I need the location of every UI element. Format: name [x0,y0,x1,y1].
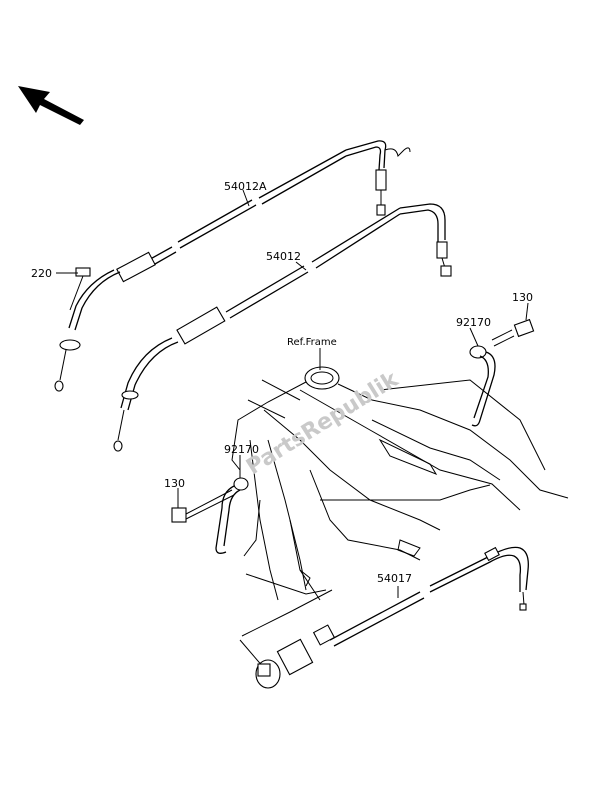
label-ref-frame: Ref.Frame [287,337,337,348]
cable-54012a[interactable] [54,140,411,392]
label-130-left: 130 [164,477,185,490]
label-130-top: 130 [512,291,533,304]
front-direction-arrow-icon [18,86,84,125]
bolt-220[interactable] [69,267,91,311]
label-92170-left: 92170 [224,443,259,456]
clamp-92170-left[interactable] [215,477,249,554]
label-92170-top: 92170 [456,316,491,329]
label-54017: 54017 [377,572,412,585]
label-54012: 54012 [266,250,301,263]
clamp-92170-right[interactable] [469,345,496,427]
label-220: 220 [31,267,52,280]
bolt-130-left[interactable] [171,489,235,523]
frame-outline [231,366,569,669]
cable-54017[interactable] [255,546,529,689]
cable-54012[interactable] [113,203,452,452]
label-54012a: 54012A [224,180,267,193]
leader-lines [56,189,529,598]
bolt-130-right[interactable] [491,318,535,347]
